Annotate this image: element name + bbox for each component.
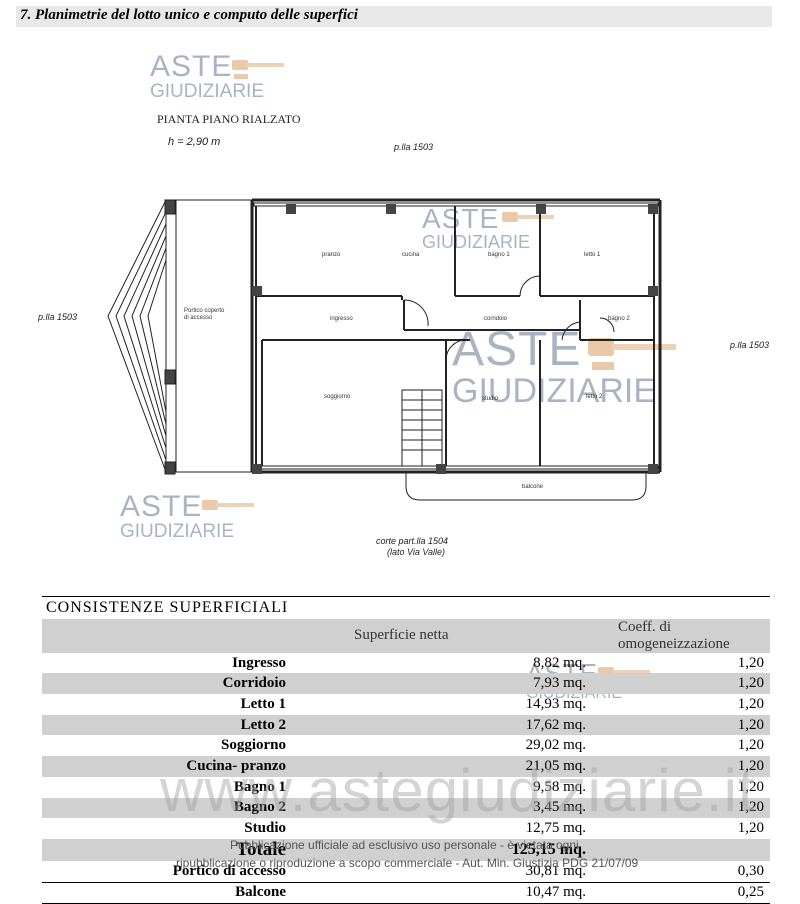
gavel-icon — [588, 338, 676, 370]
portico-structure — [107, 199, 253, 475]
watermark-logo-large: ASTE GIUDIZIARIE — [452, 323, 676, 410]
watermark-logo-top: ASTE GIUDIZIARIE — [150, 50, 284, 102]
table-total-row: Totale 125,15 mq. — [42, 838, 770, 861]
room-bagno2: bagno 2 — [608, 316, 630, 322]
table-title: CONSISTENZE SUPERFICIALI — [42, 595, 770, 619]
gavel-icon — [502, 212, 554, 222]
table-row: Bagno 1 9,58 mq. 1,20 — [233, 778, 764, 795]
section-header: 7. Planimetrie del lotto unico e computo… — [16, 6, 772, 27]
table-row: Bagno 2 3,45 mq. 1,20 — [42, 797, 770, 819]
watermark-logo-plan: ASTE GIUDIZIARIE — [422, 203, 554, 252]
consistenze-table: CONSISTENZE SUPERFICIALI Superficie nett… — [42, 595, 770, 904]
plan-height: h = 2,90 m — [168, 136, 221, 148]
court-line2: (lato Via Valle) — [387, 547, 446, 557]
watermark-aste: ASTE — [150, 50, 233, 83]
inner-walls — [253, 202, 659, 470]
room-letto2: letto 2 — [586, 394, 603, 400]
table-row: Corridoio 7,93 mq. 1,20 — [42, 673, 770, 695]
watermark-aste: ASTE — [422, 203, 500, 234]
watermark-aste: ASTE — [452, 323, 582, 376]
col-area-header: Superficie netta — [292, 618, 592, 653]
plan-title: PIANTA PIANO RIALZATO — [157, 112, 301, 126]
neighbor-top: p.lla 1503 — [394, 142, 434, 152]
site-watermark: www.astegiudiziarie.it — [160, 757, 756, 824]
table-row: Soggiorno 29,02 mq. 1,20 — [220, 737, 764, 754]
stairs — [401, 389, 443, 467]
outer-walls — [250, 198, 662, 474]
watermark-giudiziarie: GIUDIZIARIE — [120, 521, 235, 542]
col-coef-header: Coeff. di omogeneizzazione — [592, 618, 770, 653]
watermark-aste: ASTE — [120, 490, 203, 523]
room-cucina: cucina — [402, 252, 420, 258]
room-studio: studio — [482, 396, 499, 402]
gavel-icon — [202, 500, 254, 510]
room-balcone: balcone — [522, 484, 544, 490]
table-title-row: CONSISTENZE SUPERFICIALI — [42, 595, 770, 619]
table-row: Ingresso 8,82 mq. 1,20 — [232, 654, 764, 671]
court-line1: corte part.lla 1504 — [376, 536, 449, 546]
neighbor-left: p.lla 1503 — [38, 312, 78, 322]
neighbor-right: p.lla 1503 — [730, 340, 770, 350]
table-row: Letto 2 17,62 mq. 1,20 — [42, 714, 770, 736]
table-row: Studio 12,75 mq. 1,20 — [244, 820, 764, 837]
table-row-balcone: Balcone 10,47 mq. 0,25 — [42, 882, 770, 904]
room-portico: Portico coperto — [184, 308, 225, 314]
section-title: 7. Planimetrie del lotto unico e computo… — [20, 7, 358, 23]
room-portico-2: di accesso — [184, 315, 213, 321]
floor-plan: Portico coperto di accesso pranzo cucina… — [107, 198, 662, 501]
table-row: Letto 1 14,93 mq. 1,20 — [240, 695, 764, 712]
watermark-giudiziarie: GIUDIZIARIE — [150, 81, 265, 102]
room-letto1: letto 1 — [584, 252, 601, 258]
room-bagno1: bagno 1 — [488, 252, 510, 258]
doors — [403, 275, 615, 361]
room-pranzo: pranzo — [322, 252, 341, 258]
gavel-icon — [232, 60, 284, 79]
total-value: 125,15 mq. — [292, 838, 592, 861]
room-ingresso: ingresso — [330, 316, 353, 322]
pillars — [252, 204, 658, 474]
watermark-giudiziarie: GIUDIZIARIE — [452, 372, 657, 410]
room-soggiorno: soggiorno — [324, 394, 351, 400]
room-corridoio: corridoio — [484, 316, 508, 322]
footer-line2: ripubblicazione o riproduzione a scopo c… — [176, 856, 639, 870]
total-label: Totale — [42, 838, 292, 861]
table-row-portico: Portico di accesso 30,81 mq. 0,30 — [42, 860, 770, 883]
table-header-row: Superficie netta Coeff. di omogeneizzazi… — [42, 618, 770, 653]
table-row: Cucina- pranzo 21,05 mq. 1,20 — [42, 756, 770, 777]
watermark-logo-bottom: ASTE GIUDIZIARIE — [120, 490, 254, 542]
balcony-outline — [405, 472, 647, 501]
watermark-giudiziarie: GIUDIZIARIE — [422, 232, 531, 252]
footer-line1: Pubblicazione ufficiale ad esclusivo uso… — [230, 838, 579, 852]
